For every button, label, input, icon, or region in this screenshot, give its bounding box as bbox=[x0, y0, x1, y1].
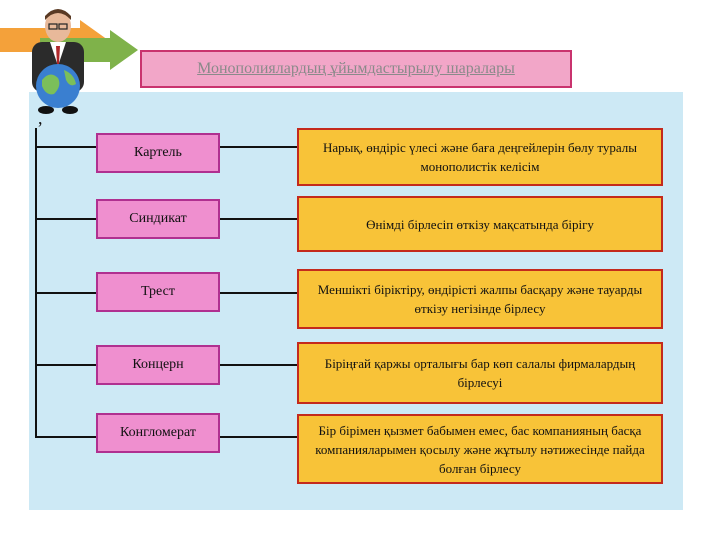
connector-branch bbox=[35, 146, 96, 148]
connector-link bbox=[220, 364, 297, 366]
connector-branch bbox=[35, 218, 96, 220]
category-box-cartel: Картель bbox=[96, 133, 220, 173]
connector-branch bbox=[35, 436, 96, 438]
definition-box-concern: Біріңғай қаржы орталығы бар көп салалы ф… bbox=[297, 342, 663, 404]
connector-branch bbox=[35, 292, 96, 294]
category-box-trust: Трест bbox=[96, 272, 220, 312]
category-box-conglomerate: Конгломерат bbox=[96, 413, 220, 453]
connector-link bbox=[220, 292, 297, 294]
definition-box-trust: Меншікті біріктіру, өндірісті жалпы басқ… bbox=[297, 269, 663, 329]
businessman-with-globe-icon bbox=[32, 9, 84, 114]
connector-link bbox=[220, 218, 297, 220]
definition-box-syndicate: Өнімді бірлесіп өткізу мақсатында бірігу bbox=[297, 196, 663, 252]
connector-vertical bbox=[35, 128, 37, 438]
definition-box-cartel: Нарық, өндіріс үлесі және баға деңгейлер… bbox=[297, 128, 663, 186]
category-box-concern: Концерн bbox=[96, 345, 220, 385]
page-title: Монополиялардың ұйымдастырылу шаралары bbox=[140, 50, 572, 88]
category-box-syndicate: Синдикат bbox=[96, 199, 220, 239]
connector-link bbox=[220, 436, 297, 438]
connector-link bbox=[220, 146, 297, 148]
stray-mark: , bbox=[38, 108, 43, 128]
definition-box-conglomerate: Бір бірімен қызмет бабымен емес, бас ком… bbox=[297, 414, 663, 484]
connector-branch bbox=[35, 364, 96, 366]
